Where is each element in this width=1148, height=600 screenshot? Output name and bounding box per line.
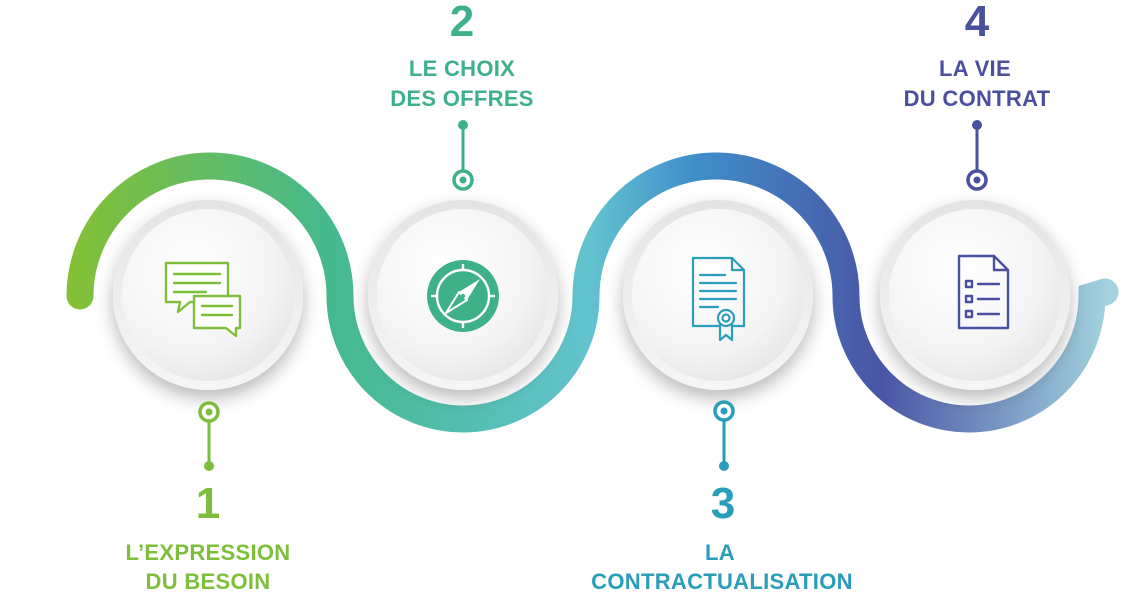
step-1-number: 1 [196,479,220,528]
compass-icon [427,260,499,332]
step-1-label-line1: L’EXPRESSION [126,540,291,565]
step-2-number: 2 [450,0,474,46]
connector-pin-2 [452,120,474,191]
wave-process-path [66,152,1119,433]
certificate-document-icon [691,256,746,342]
chat-bubbles-icon [164,261,242,338]
step-4-label-line1: LA VIE [939,56,1011,81]
connector-pin-4 [966,120,988,191]
step-circle-4 [880,200,1070,390]
step-3-number: 3 [711,479,735,528]
connector-pin-3 [713,400,735,471]
step-1-label-line2: DU BESOIN [146,569,271,594]
checklist-document-icon [957,254,1010,330]
step-4-label-line2: DU CONTRAT [904,86,1051,111]
step-circle-3 [623,200,813,390]
step-4-number: 4 [965,0,990,46]
step-3-label-line2: CONTRACTUALISATION [591,569,853,594]
step-2-label-line2: DES OFFRES [390,86,534,111]
connector-pin-1 [198,401,220,471]
step-3-label-line1: LA [705,540,735,565]
step-2-label-line1: LE CHOIX [409,56,515,81]
